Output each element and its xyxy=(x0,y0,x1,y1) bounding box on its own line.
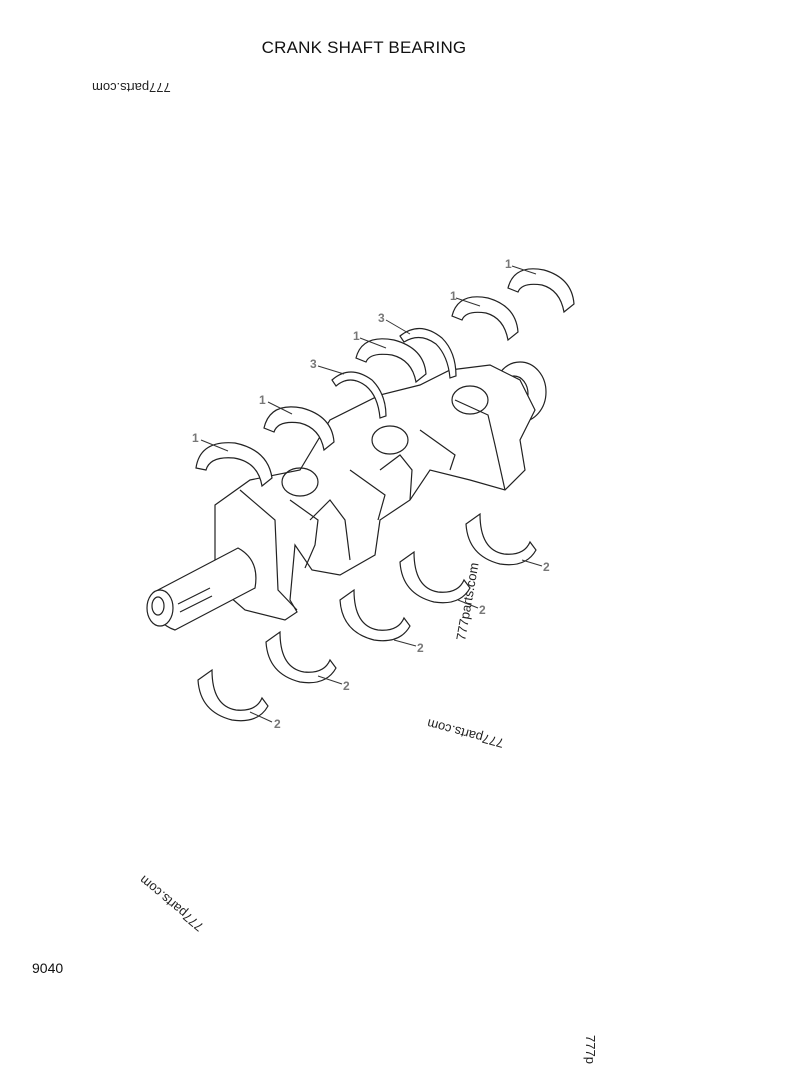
lower-bearing-shell xyxy=(197,668,269,722)
crank-web-7 xyxy=(454,399,506,491)
callout-thrust-washer-1: 3 xyxy=(378,311,385,325)
lower-bearing-shell xyxy=(265,630,337,684)
leader-lines xyxy=(200,265,543,723)
keyway xyxy=(177,587,213,613)
thrust-washers xyxy=(331,327,457,419)
callouts: 1 1 3 1 3 1 1 2 2 2 2 2 xyxy=(192,257,550,731)
thrust-washer xyxy=(331,371,387,419)
crankshaft-snout-end xyxy=(146,589,174,627)
crank-web-1 xyxy=(239,489,298,611)
page-code: 9040 xyxy=(32,960,64,976)
crank-journal-2 xyxy=(371,425,409,455)
callout-upper-bearing-2: 1 xyxy=(259,393,266,407)
callout-lower-bearing-5: 2 xyxy=(543,560,550,574)
upper-bearing-shell xyxy=(355,338,427,384)
callout-upper-bearing-5: 1 xyxy=(505,257,512,271)
upper-bearing-shell xyxy=(195,442,273,488)
crank-web-6 xyxy=(419,429,456,471)
diagram-title: CRANK SHAFT BEARING xyxy=(261,38,467,57)
lower-bearing-shell xyxy=(339,588,411,642)
callout-thrust-washer-2: 3 xyxy=(310,357,317,371)
crank-web-2 xyxy=(289,499,319,569)
callout-upper-bearing-3: 1 xyxy=(353,329,360,343)
callout-lower-bearing-1: 2 xyxy=(274,717,281,731)
crank-web-5 xyxy=(379,454,413,501)
callout-upper-bearing-4: 1 xyxy=(450,289,457,303)
callout-lower-bearing-2: 2 xyxy=(343,679,350,693)
crankshaft-body xyxy=(214,364,536,621)
callout-lower-bearing-3: 2 xyxy=(417,641,424,655)
thrust-washer xyxy=(399,327,457,379)
lower-bearing-shell xyxy=(399,550,471,604)
crank-journal-3 xyxy=(451,385,489,415)
crank-web-4 xyxy=(349,469,386,521)
crank-journal-1 xyxy=(281,467,319,497)
callout-upper-bearing-1: 1 xyxy=(192,431,199,445)
upper-bearing-shell xyxy=(451,296,519,342)
upper-bearing-shells xyxy=(195,268,575,488)
crank-web-3 xyxy=(309,499,351,561)
crankshaft xyxy=(146,361,547,631)
lower-bearing-shells xyxy=(197,512,537,722)
callout-lower-bearing-4: 2 xyxy=(479,603,486,617)
crankshaft-snout-hole xyxy=(151,596,165,616)
upper-bearing-shell xyxy=(263,406,335,452)
upper-bearing-shell xyxy=(507,268,575,314)
lower-bearing-shell xyxy=(465,512,537,566)
